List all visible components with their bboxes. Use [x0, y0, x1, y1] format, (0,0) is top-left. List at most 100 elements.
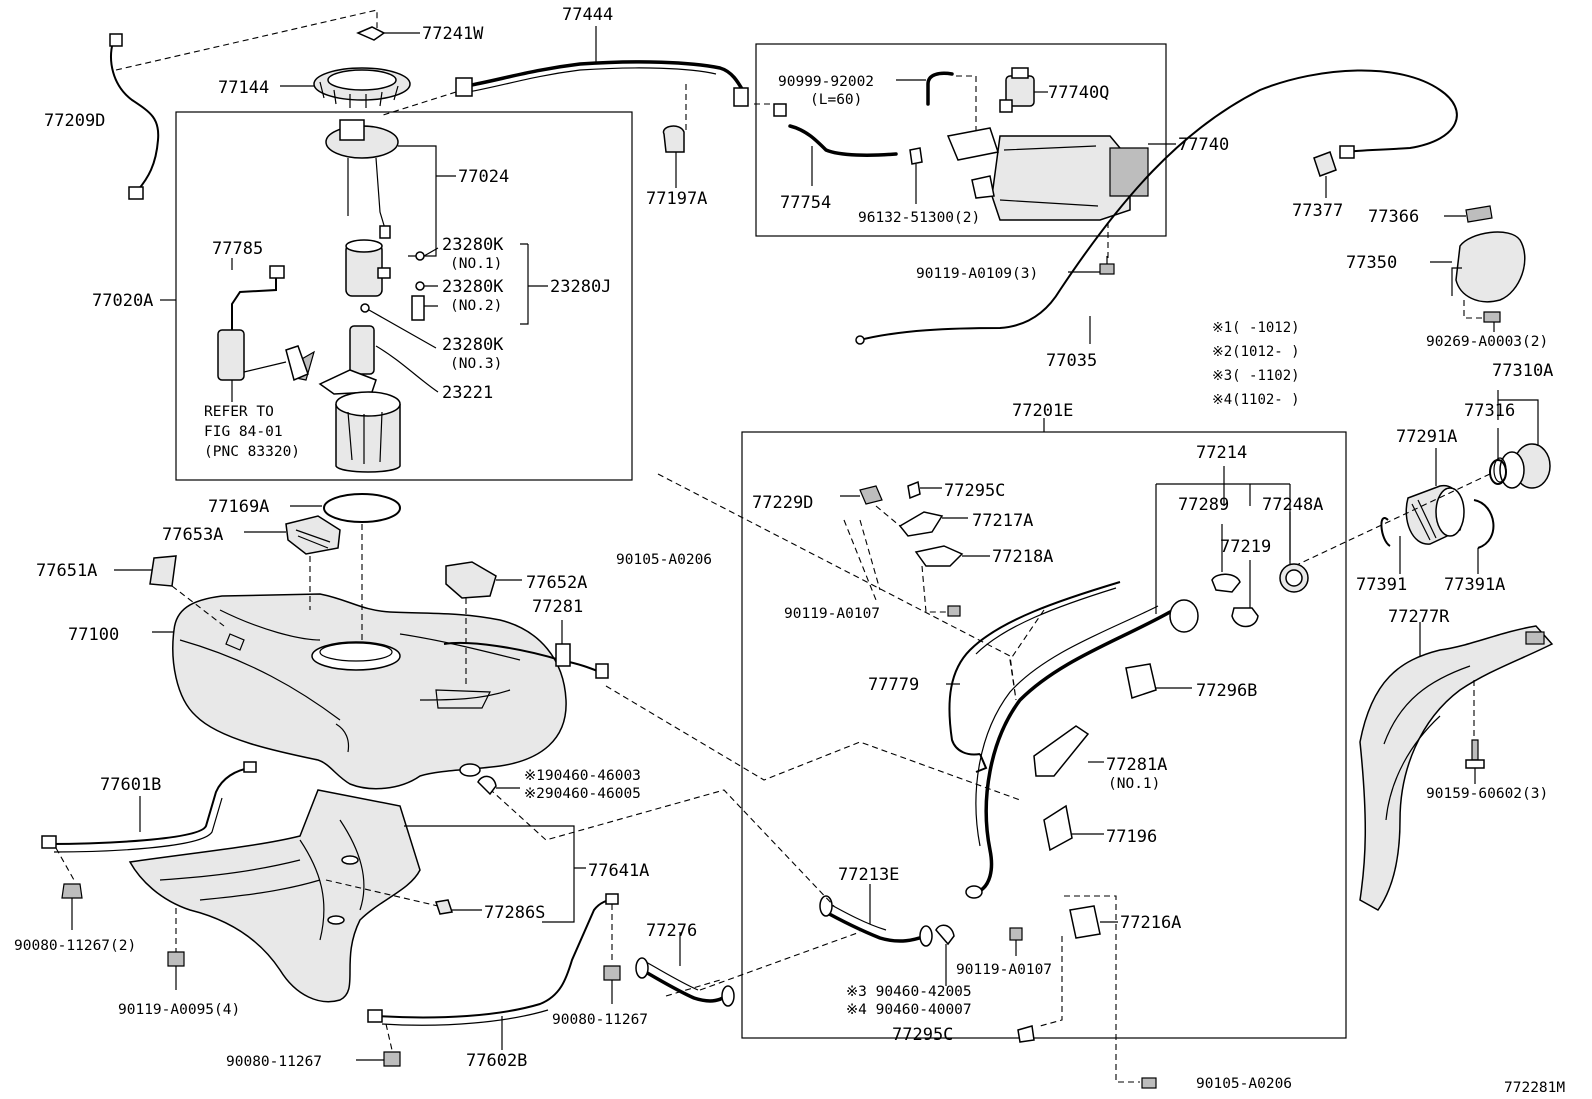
fuel-cap-77310A: [1493, 443, 1551, 489]
sender-gauge-77785: [217, 265, 309, 402]
label-77276: 77276: [646, 921, 697, 941]
label-77310A: 77310A: [1492, 361, 1553, 381]
retainer-ring-77144: [313, 67, 411, 108]
pad-77653A: [285, 515, 341, 555]
label-77296B: 77296B: [1196, 681, 1257, 701]
hose-77276: [635, 957, 735, 1007]
ring-77391A: [1473, 499, 1495, 549]
ring-77391: [1380, 517, 1391, 547]
label-77286S: 77286S: [484, 903, 545, 923]
label-23280K-1: 23280K: [442, 235, 504, 255]
canister-77740: [946, 127, 1149, 221]
pad-77651A: [149, 555, 177, 587]
label-77366: 77366: [1368, 207, 1419, 227]
label-90460-46003: ※190460-46003: [524, 768, 641, 784]
label-77201E: 77201E: [1012, 401, 1073, 421]
label-23280J: 23280J: [550, 277, 611, 297]
clip-77295C-top: [907, 480, 921, 500]
label-77377: 77377: [1292, 201, 1343, 221]
label-77229D: 77229D: [752, 493, 813, 513]
label-77350: 77350: [1346, 253, 1397, 273]
label-77391A: 77391A: [1444, 575, 1505, 595]
gasket-77169A: [323, 493, 401, 523]
filler-pipe-box: [741, 431, 1347, 1039]
bolt-90119-A0107-top: [947, 605, 961, 617]
label-77291A: 77291A: [1396, 427, 1457, 447]
refer-line-3: (PNC 83320): [204, 444, 300, 460]
screw-90269-A0003: [1483, 311, 1501, 323]
label-90460-46005: ※290460-46005: [524, 786, 641, 802]
label-77213E: 77213E: [838, 865, 899, 885]
label-90119-A0095: 90119-A0095(4): [118, 1002, 240, 1018]
clip-77241W: [356, 26, 386, 41]
hose-90999-92002: [926, 71, 954, 106]
refer-line-2: FIG 84-01: [204, 424, 283, 440]
fuel-tank-77100: [172, 593, 567, 790]
seal-77289: [1211, 573, 1241, 593]
label-77785: 77785: [212, 239, 263, 259]
label-77218A: 77218A: [992, 547, 1053, 567]
label-77169A: 77169A: [208, 497, 269, 517]
label-77217A: 77217A: [972, 511, 1033, 531]
charcoal-canister-box: [755, 43, 1167, 237]
label-77020A: 77020A: [92, 291, 153, 311]
protector-77219: [1231, 607, 1259, 628]
label-90080-11267-2: 90080-11267(2): [14, 938, 136, 954]
label-77316: 77316: [1464, 401, 1515, 421]
clip-77286S: [435, 899, 453, 915]
clamp-77296B: [1125, 663, 1157, 699]
label-77641A: 77641A: [588, 861, 649, 881]
label-77740Q: 77740Q: [1048, 83, 1109, 103]
label-77444: 77444: [562, 5, 613, 25]
label-23280K-2-note: (NO.2): [450, 298, 502, 314]
label-77196: 77196: [1106, 827, 1157, 847]
label-90080-11267-b: 90080-11267: [226, 1054, 322, 1070]
label-90460-42005: ※3 90460-42005: [846, 984, 972, 1000]
label-77602B: 77602B: [466, 1051, 527, 1071]
strap-77602B: [367, 893, 619, 1026]
breather-tube-77779: [948, 581, 1121, 773]
bolt-90119-A0095: [167, 951, 185, 967]
hose-77213E: [819, 895, 933, 947]
label-96132-51300: 96132-51300(2): [858, 210, 980, 226]
fuel-pump-23221: [295, 325, 377, 395]
label-23221: 23221: [442, 383, 493, 403]
label-90105-A0206-top: 90105-A0206: [616, 552, 712, 568]
label-77601B: 77601B: [100, 775, 161, 795]
label-77779: 77779: [868, 675, 919, 695]
clamp-77197A: [662, 125, 685, 153]
label-77289: 77289: [1178, 495, 1229, 515]
label-90999-92002: 90999-92002: [778, 74, 874, 90]
pad-77652A: [445, 561, 497, 599]
label-90080-11267-r: 90080-11267: [552, 1012, 648, 1028]
label-77754: 77754: [780, 193, 831, 213]
label-77295C-top: 77295C: [944, 481, 1005, 501]
label-77214: 77214: [1196, 443, 1247, 463]
label-77391: 77391: [1356, 575, 1407, 595]
label-77209D: 77209D: [44, 111, 105, 131]
clamp-90460-42005: [935, 924, 955, 946]
diagram-id: 772281M: [1504, 1080, 1565, 1096]
fuel-lid-77350: [1451, 231, 1526, 303]
label-90999-note: (L=60): [810, 92, 862, 108]
bracket-77216A: [1069, 905, 1101, 939]
label-77651A: 77651A: [36, 561, 97, 581]
label-77281A-note: (NO.1): [1108, 776, 1160, 792]
label-77248A: 77248A: [1262, 495, 1323, 515]
clip-77366: [1465, 205, 1493, 223]
clip-96132-51300: [909, 147, 923, 165]
valve-77740Q: [999, 67, 1035, 113]
label-90119-A0109: 90119-A0109(3): [916, 266, 1038, 282]
wire-harness-77209D: [109, 33, 160, 200]
label-90159-60602: 90159-60602(3): [1426, 786, 1548, 802]
label-23280K-1-note: (NO.1): [450, 256, 502, 272]
protector-77281A: [1033, 725, 1090, 777]
filler-pipe-77214: [965, 599, 1199, 899]
nut-90080-11267-b: [383, 1051, 401, 1067]
label-90269-A0003: 90269-A0003(2): [1426, 334, 1548, 350]
label-90119-A0107-bot: 90119-A0107: [956, 962, 1052, 978]
label-77740: 77740: [1178, 135, 1229, 155]
strap-77601B: [41, 761, 257, 853]
